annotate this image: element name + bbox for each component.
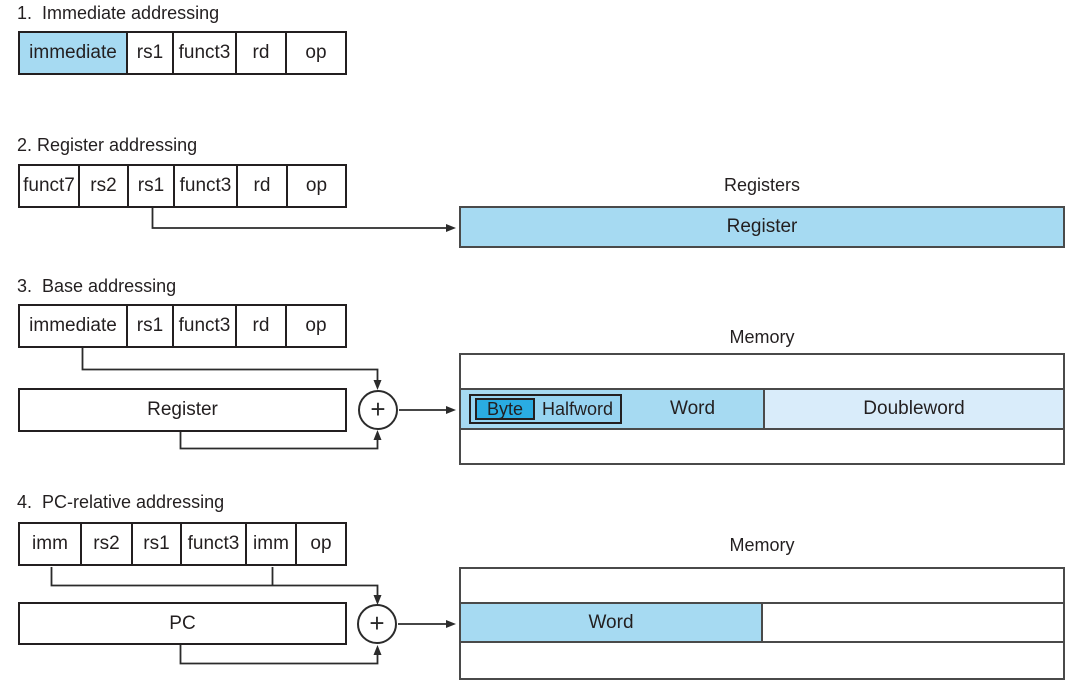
adder-circle-base: + <box>358 390 398 430</box>
halfword-box: Byte Halfword <box>469 394 623 424</box>
field-funct7: funct7 <box>18 164 80 208</box>
word-label: Word <box>669 398 716 419</box>
halfword-label: Halfword <box>542 398 614 419</box>
memory-row-data: Byte Halfword Word Doubleword <box>461 388 1063 430</box>
field-op: op <box>287 31 347 75</box>
memory-row-empty-top <box>461 569 1063 602</box>
field-imm-high: imm <box>18 522 82 566</box>
field-funct3: funct3 <box>175 164 238 208</box>
field-rs1: rs1 <box>128 31 174 75</box>
pc-box: PC <box>18 602 347 645</box>
memory-empty-region <box>763 604 1063 641</box>
field-op: op <box>288 164 347 208</box>
field-rd: rd <box>237 304 287 348</box>
memory-row-empty-bottom <box>461 430 1063 463</box>
memory-row-empty-bottom <box>461 643 1063 678</box>
field-immediate: immediate <box>18 304 128 348</box>
field-rd: rd <box>237 31 287 75</box>
field-rs1: rs1 <box>133 522 182 566</box>
instruction-format-row-pc: imm rs2 rs1 funct3 imm op <box>18 522 347 566</box>
section-3-title: 3. Base addressing <box>17 276 177 296</box>
registers-title: Registers <box>723 175 801 195</box>
pc-to-adder-arrow <box>179 645 382 665</box>
field-rs1: rs1 <box>128 304 174 348</box>
instruction-format-row-immediate: immediate rs1 funct3 rd op <box>18 31 347 75</box>
register-to-adder-arrow <box>179 430 382 450</box>
doubleword-region: Doubleword <box>763 390 1063 428</box>
memory-row-data: Word <box>461 602 1063 643</box>
field-rd: rd <box>238 164 288 208</box>
field-funct3: funct3 <box>182 522 247 566</box>
field-rs2: rs2 <box>80 164 129 208</box>
immediate-to-adder-arrow <box>81 348 382 390</box>
instruction-format-row-register: funct7 rs2 rs1 funct3 rd op <box>18 164 347 208</box>
memory-title-base: Memory <box>729 327 795 347</box>
adder-circle-pc: + <box>357 604 397 644</box>
register-operand-box: Register <box>18 388 347 432</box>
byte-box: Byte <box>475 398 535 420</box>
field-funct3: funct3 <box>174 31 237 75</box>
memory-row-empty-top <box>461 355 1063 388</box>
imm-high-to-adder-arrow <box>50 567 382 605</box>
memory-title-pc: Memory <box>729 535 795 555</box>
memory-box-pc: Word <box>459 567 1065 680</box>
field-rs2: rs2 <box>82 522 133 566</box>
field-funct3: funct3 <box>174 304 237 348</box>
section-4-title: 4. PC-relative addressing <box>17 492 225 512</box>
plus-icon: + <box>370 394 386 424</box>
word-box: Word <box>461 604 763 641</box>
field-imm-low: imm <box>247 522 297 566</box>
registers-box: Register <box>459 206 1065 248</box>
field-op: op <box>297 522 347 566</box>
word-region: Byte Halfword Word <box>461 390 763 428</box>
instruction-format-row-base: immediate rs1 funct3 rd op <box>18 304 347 348</box>
field-rs1: rs1 <box>129 164 175 208</box>
rs1-to-register-arrow <box>151 208 456 232</box>
section-1-title: 1. Immediate addressing <box>17 3 220 23</box>
field-immediate: immediate <box>18 31 128 75</box>
section-2-title: 2. Register addressing <box>17 135 198 155</box>
field-op: op <box>287 304 347 348</box>
memory-box-base: Byte Halfword Word Doubleword <box>459 353 1065 465</box>
plus-icon: + <box>369 608 385 638</box>
